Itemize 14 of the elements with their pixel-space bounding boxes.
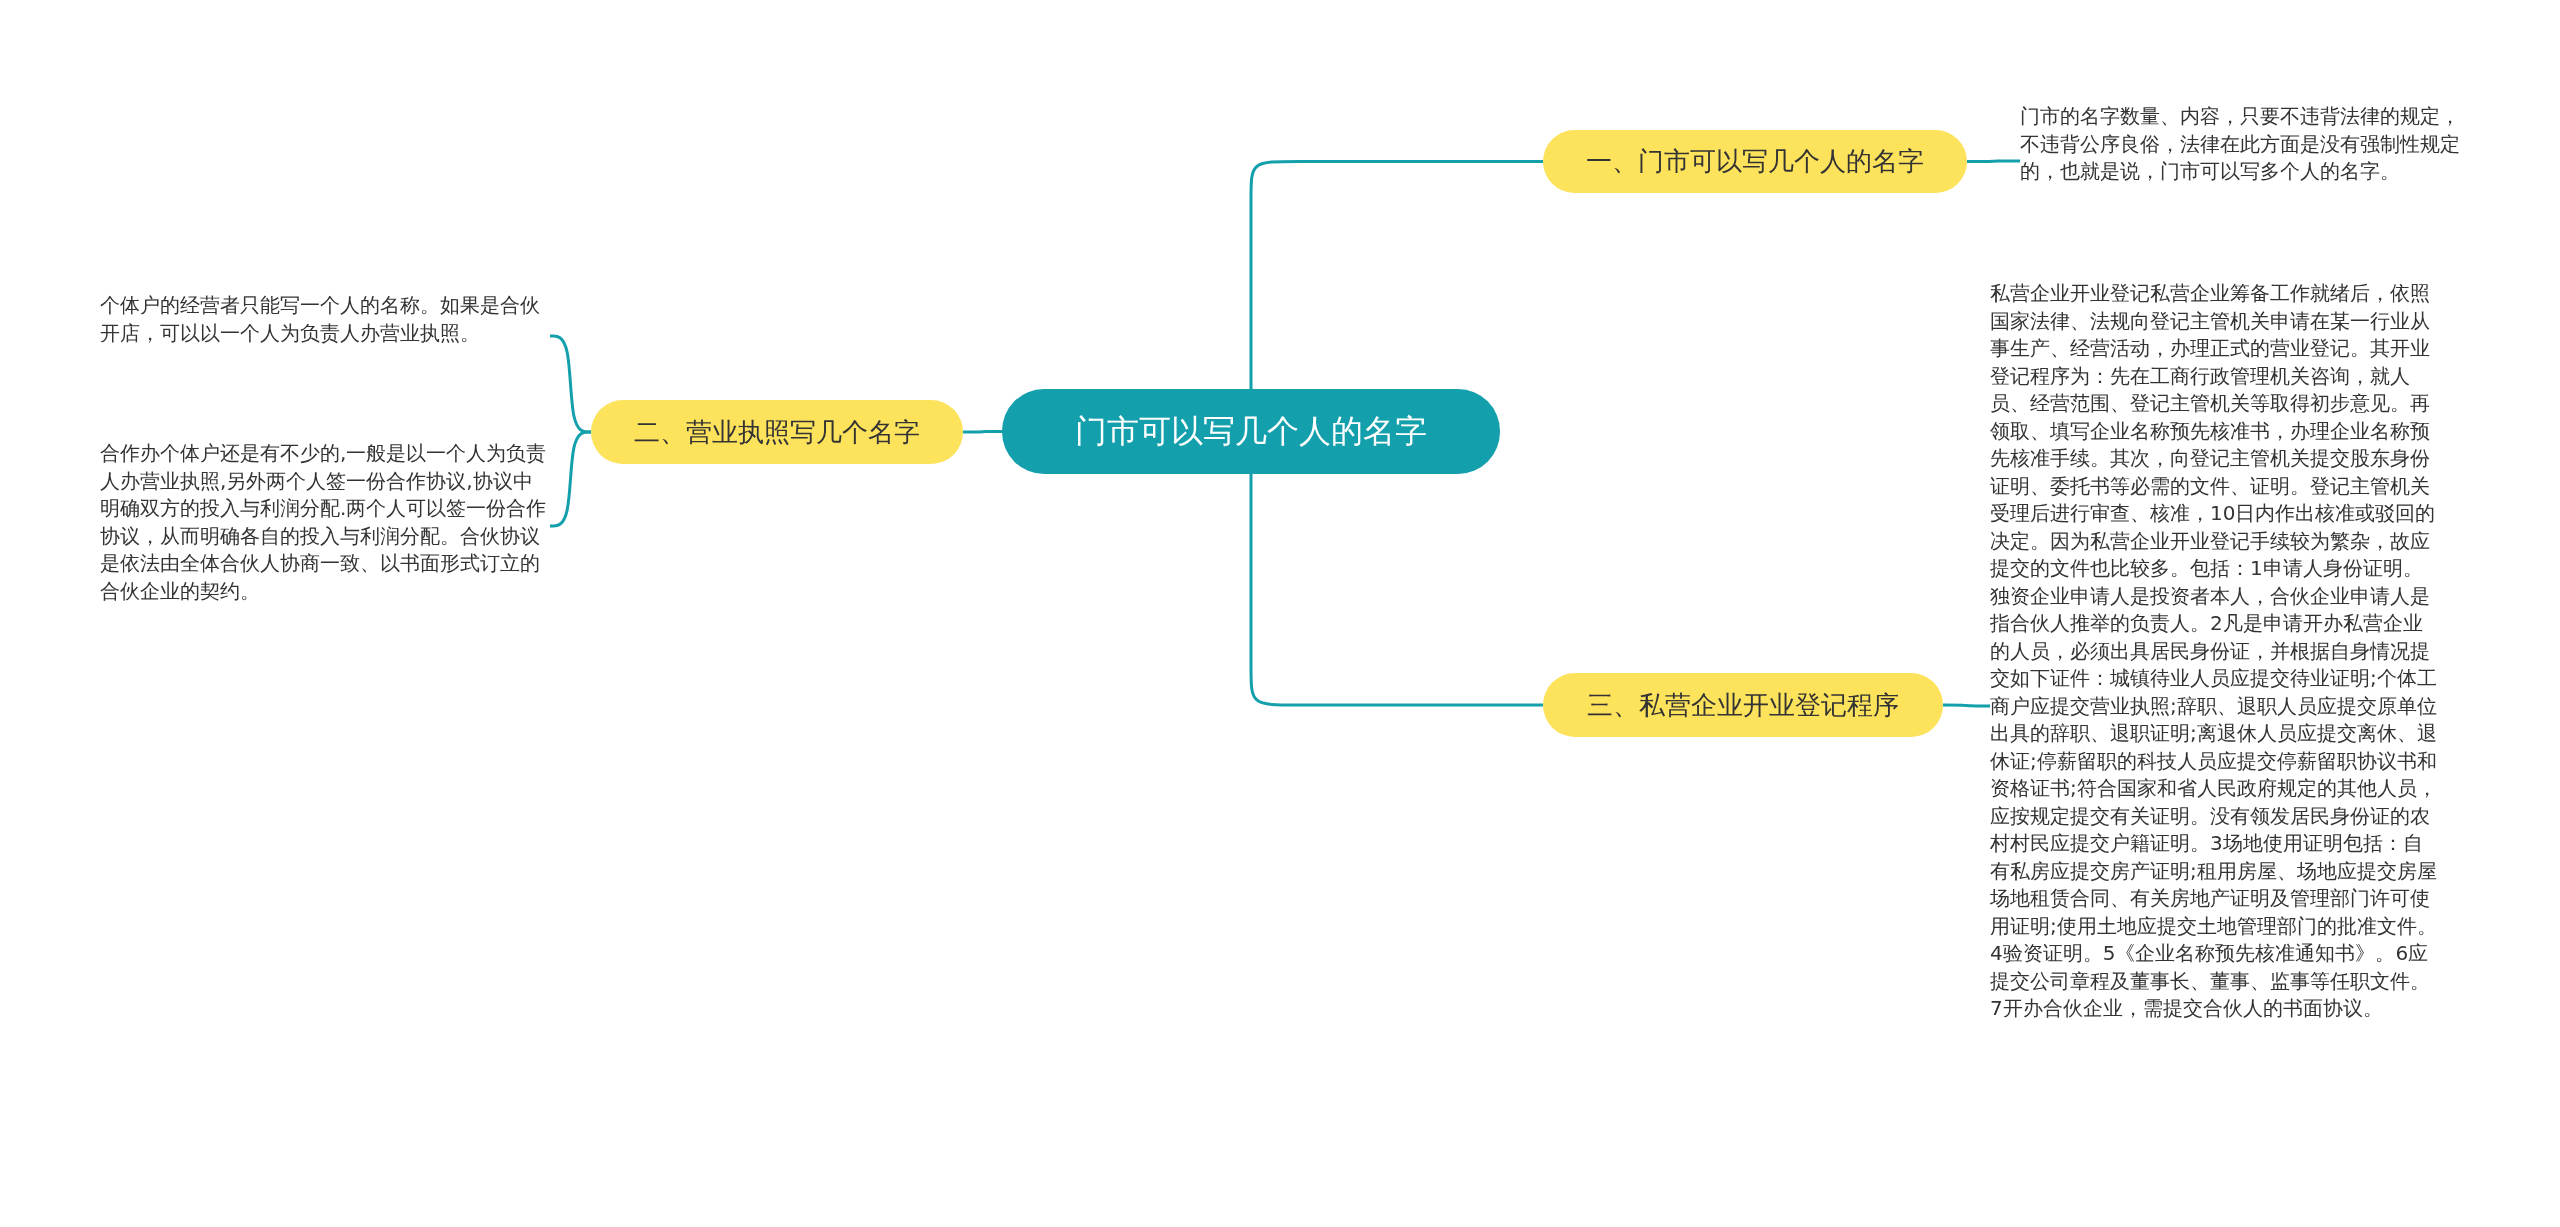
branch-topic: 二、营业执照写几个名字 xyxy=(591,400,963,464)
connector-line xyxy=(1943,703,1990,708)
central-topic: 门市可以写几个人的名字 xyxy=(1002,389,1500,474)
connector-line xyxy=(1967,159,2020,163)
connector-line xyxy=(963,430,1002,434)
note-text: 个体户的经营者只能写一个人的名称。如果是合伙开店，可以以一个人为负责人办营业执照。 xyxy=(100,292,550,380)
note-text: 合作办个体户还是有不少的,一般是以一个人为负责人办营业执照,另外两个人签一份合作协议,协议中明确双方的投入与利润分配.两个人可以签一份合作协议，从而明确各自的投入与利润分配。合伙协议是依法由全体合伙人协商一致、以书面形式订立的合伙企业的契约。 xyxy=(100,440,550,612)
branch-topic: 三、私营企业开业登记程序 xyxy=(1543,673,1943,737)
note-text: 门市的名字数量、内容，只要不违背法律的规定，不违背公序良俗，法律在此方面是没有强制性规定的，也就是说，门市可以写多个人的名字。 xyxy=(2020,103,2465,219)
connector-line xyxy=(550,334,591,434)
branch-topic: 一、门市可以写几个人的名字 xyxy=(1543,130,1967,193)
connector-line xyxy=(1249,474,1543,707)
connector-line xyxy=(1249,160,1543,389)
note-text: 私营企业开业登记私营企业筹备工作就绪后，依照国家法律、法规向登记主管机关申请在某一行业从事生产、经营活动，办理正式的营业登记。其开业登记程序为：先在工商行政管理机关咨询，就人员、经营范围、登记主管机关等取得初步意见。再领取、填写企业名称预先核准书，办理企业名称预先核准手续。其次，向登记主管机关提交股东身份证明、委托书等必需的文件、证明。登记主管机关受理后进行审查、核准，10日内作出核准或驳回的决定。因为私营企业开业登记手续较为繁杂，故应提交的文件也比较多。包括：1申请人身份证明。独资企业申请人是投资者本人，合伙企业申请人是指合伙人推举的负责人。2凡是申请开办私营企业的人员，必须出具居民身份证，并根据自身情况提交如下证件：城镇待业人员应提交待业证明;个体工商户应提交营业执照;辞职、退职人员应提交原单位出具的辞职、退职证明;离退休人员应提交离休、退休证;停薪留职的科技人员应提交停薪留职协议书和资格证书;符合国家和省人民政府规定的其他人员，应按规定提交有关证明。没有领发居民身份证的农村村民应提交户籍证明。3场地使用证明包括：自有私房应提交房产证明;租用房屋、场地应提交房屋场地租赁合同、有关房地产证明及管理部门许可使用证明;使用土地应提交土地管理部门的批准文件。4验资证明。5《企业名称预先核准通知书》。6应提交公司章程及董事长、董事、监事等任职文件。7开办合伙企业，需提交合伙人的书面协议。 xyxy=(1990,280,2440,1132)
